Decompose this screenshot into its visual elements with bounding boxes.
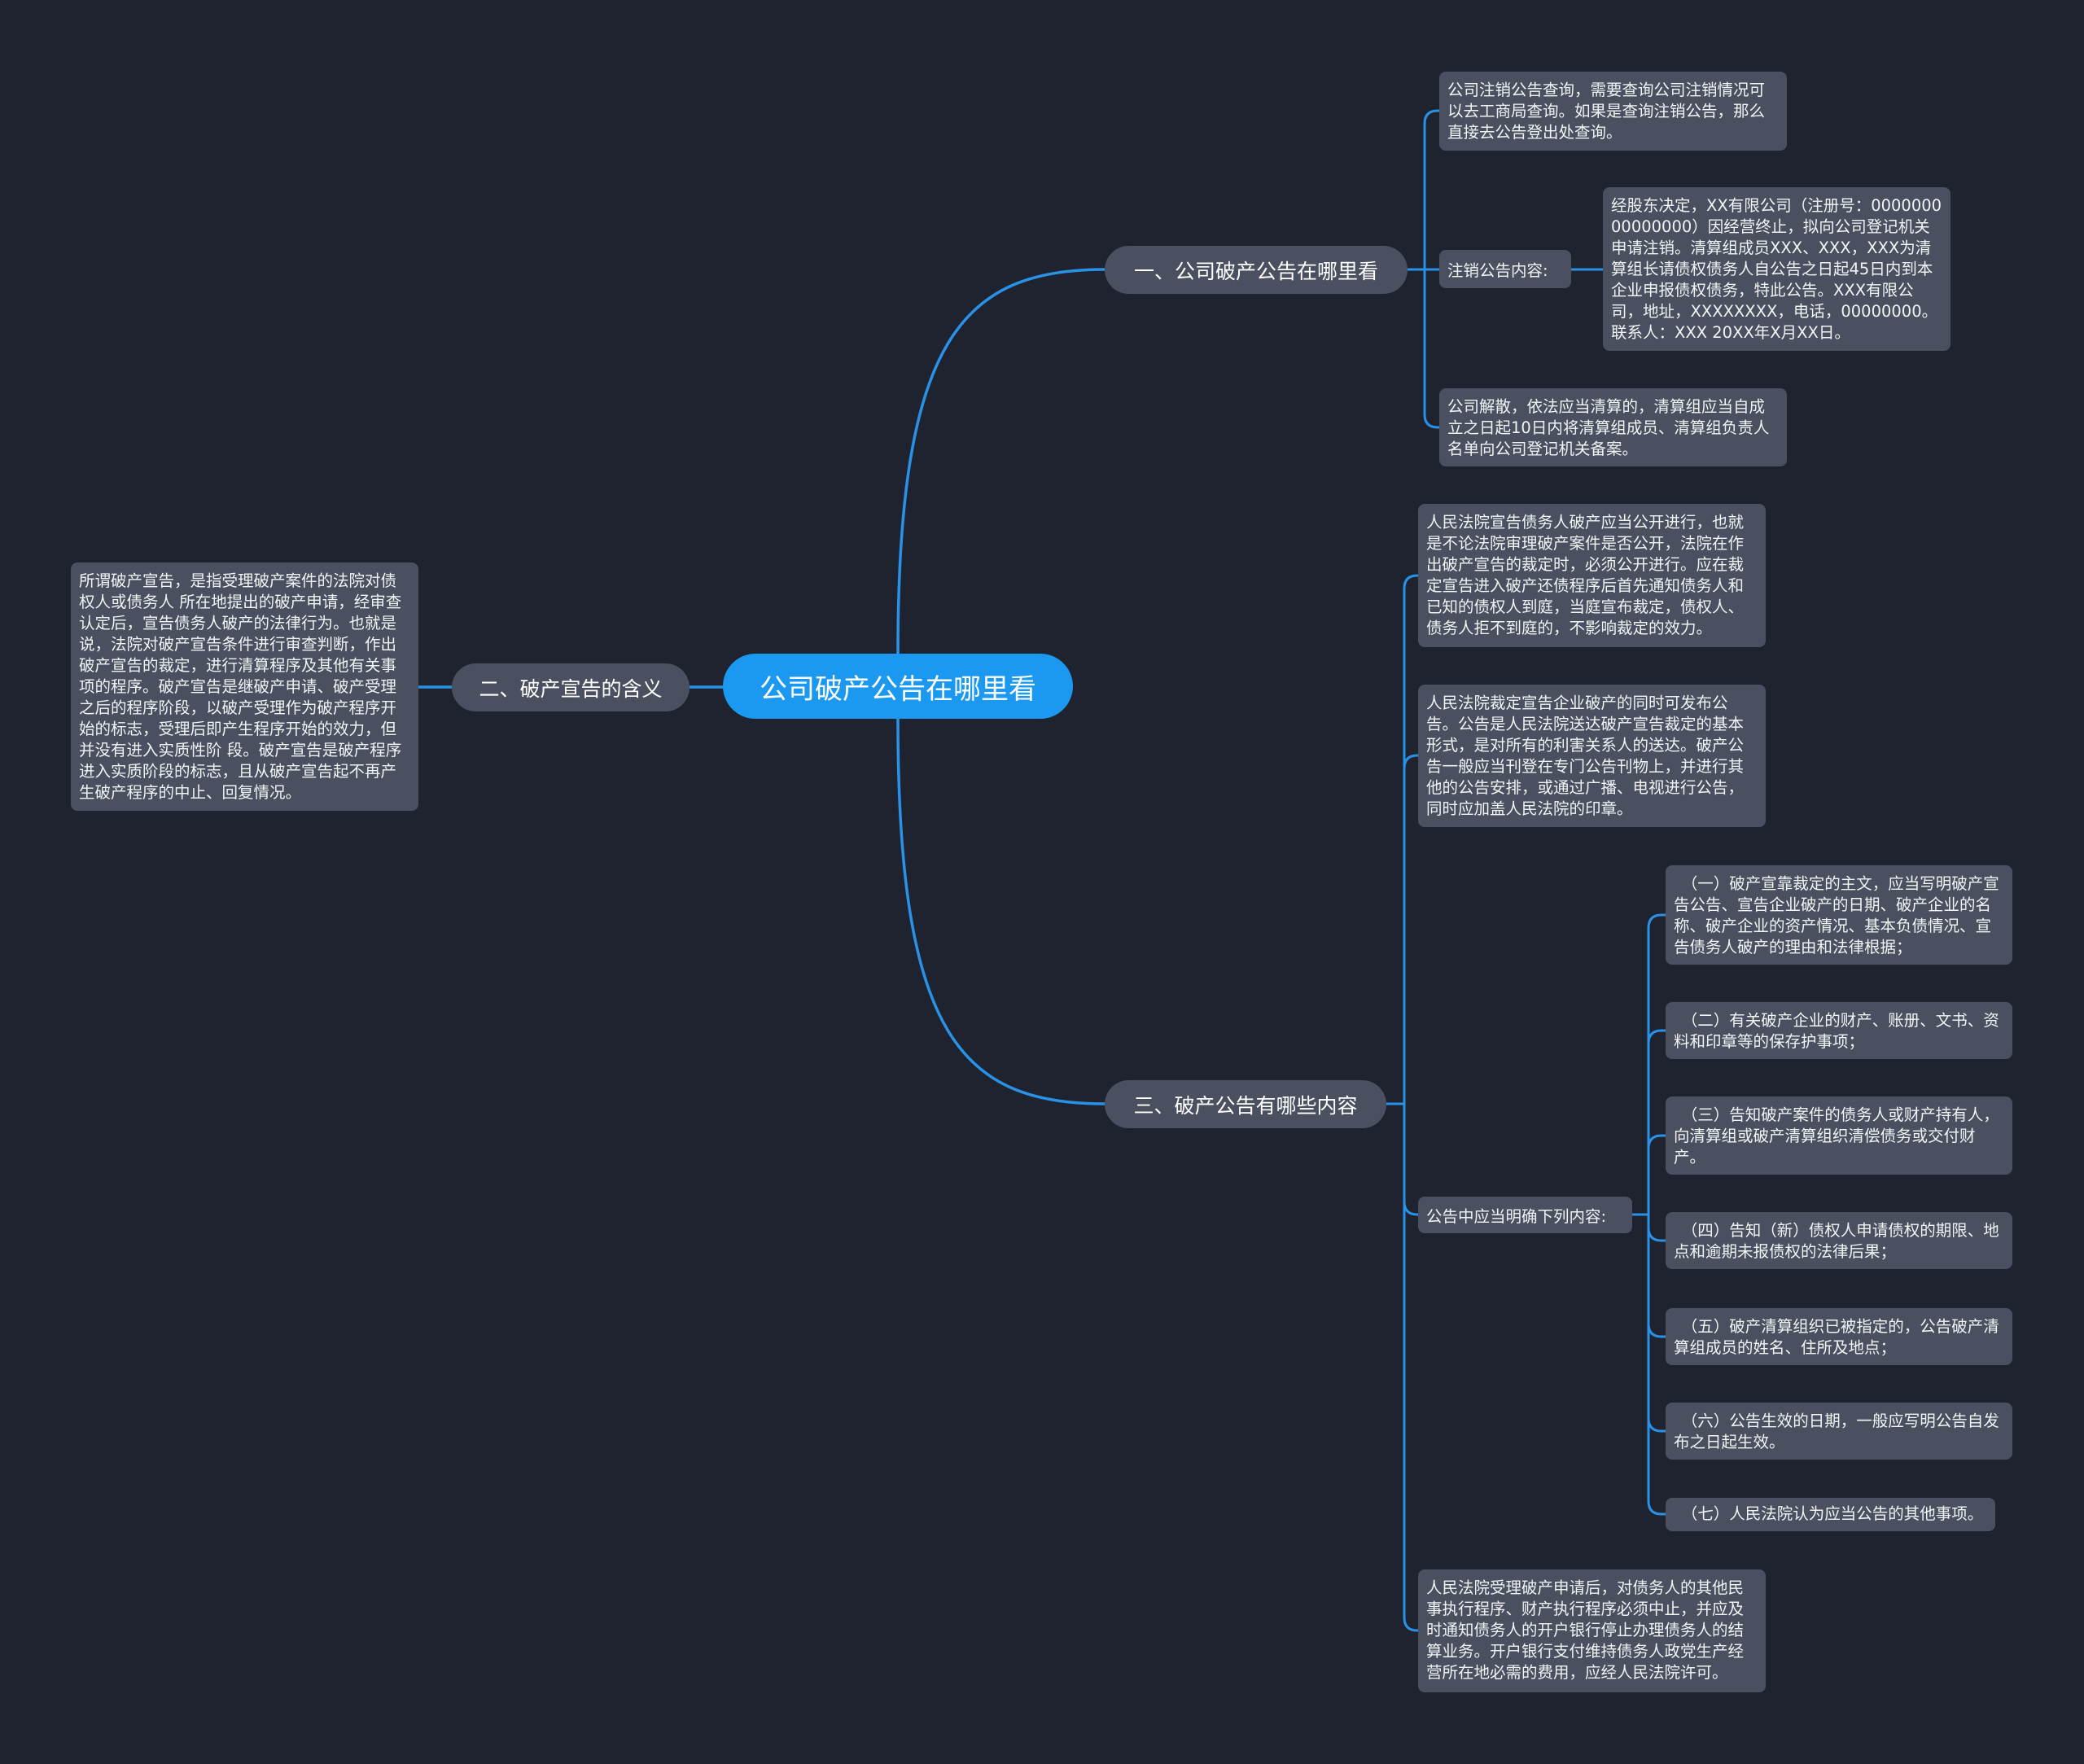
topic-notice-sample[interactable]: 经股东决定，XX有限公司（注册号：000000000000000）因经营终止，拟… bbox=[1603, 187, 1950, 351]
list-item[interactable]: （二）有关破产企业的财产、账册、文书、资料和印章等的保存护事项； bbox=[1666, 1002, 2012, 1059]
list-item[interactable]: （五）破产清算组织已被指定的，公告破产清算组成员的姓名、住所及地点； bbox=[1666, 1308, 2012, 1365]
connector-line bbox=[1632, 1213, 1666, 1516]
topic-execution-suspension[interactable]: 人民法院受理破产申请后，对债务人的其他民事执行程序、财产执行程序必须中止，并应及… bbox=[1418, 1569, 1766, 1692]
list-item[interactable]: （六）公告生效的日期，一般应写明公告自发布之日起生效。 bbox=[1666, 1403, 2012, 1460]
topic-meaning-text[interactable]: 所谓破产宣告，是指受理破产案件的法院对债权人或债务人 所在地提出的破产申请，经审… bbox=[71, 562, 418, 811]
connector-line bbox=[1632, 913, 1666, 1216]
topic-deregistration-query[interactable]: 公司注销公告查询，需要查询公司注销情况可以去工商局查询。如果是查询注销公告，那么… bbox=[1439, 72, 1787, 151]
connector-line bbox=[1408, 109, 1439, 271]
branch-where-to-view[interactable]: 一、公司破产公告在哪里看 bbox=[1105, 246, 1408, 294]
connector-line bbox=[1386, 574, 1418, 1105]
topic-list-label[interactable]: 公告中应当明确下列内容: bbox=[1418, 1197, 1632, 1233]
connector-line bbox=[896, 718, 1105, 1105]
list-item[interactable]: （四）告知（新）债权人申请债权的期限、地点和逾期未报债权的法律后果； bbox=[1666, 1212, 2012, 1269]
list-item[interactable]: （一）破产宣靠裁定的主文，应当写明破产宣告公告、宣告企业破产的日期、破产企业的名… bbox=[1666, 865, 2012, 965]
central-topic[interactable]: 公司破产公告在哪里看 bbox=[723, 654, 1073, 719]
connector-line bbox=[1386, 1102, 1418, 1632]
branch-meaning[interactable]: 二、破产宣告的含义 bbox=[452, 663, 690, 711]
connector-line bbox=[1632, 1134, 1666, 1216]
topic-notice-content-label[interactable]: 注销公告内容: bbox=[1439, 250, 1571, 288]
list-item[interactable]: （三）告知破产案件的债务人或财产持有人，向清算组或破产清算组织清偿债务或交付财产… bbox=[1666, 1096, 2012, 1175]
connector-line bbox=[1632, 1029, 1666, 1216]
topic-dissolution-filing[interactable]: 公司解散，依法应当清算的，清算组应当自成立之日起10日内将清算组成员、清算组负责… bbox=[1439, 388, 1787, 466]
connector-line bbox=[896, 268, 1105, 654]
connector-line bbox=[1386, 1102, 1418, 1216]
connector-line bbox=[1386, 754, 1418, 1105]
branch-contents[interactable]: 三、破产公告有哪些内容 bbox=[1105, 1080, 1386, 1128]
topic-announcement-form[interactable]: 人民法院裁定宣告企业破产的同时可发布公告。公告是人民法院送达破产宣告裁定的基本形… bbox=[1418, 685, 1766, 827]
list-item[interactable]: （七）人民法院认为应当公告的其他事项。 bbox=[1666, 1498, 1995, 1531]
topic-public-declaration[interactable]: 人民法院宣告债务人破产应当公开进行，也就是不论法院审理破产案件是否公开，法院在作… bbox=[1418, 504, 1766, 647]
connector-line bbox=[1408, 268, 1439, 429]
